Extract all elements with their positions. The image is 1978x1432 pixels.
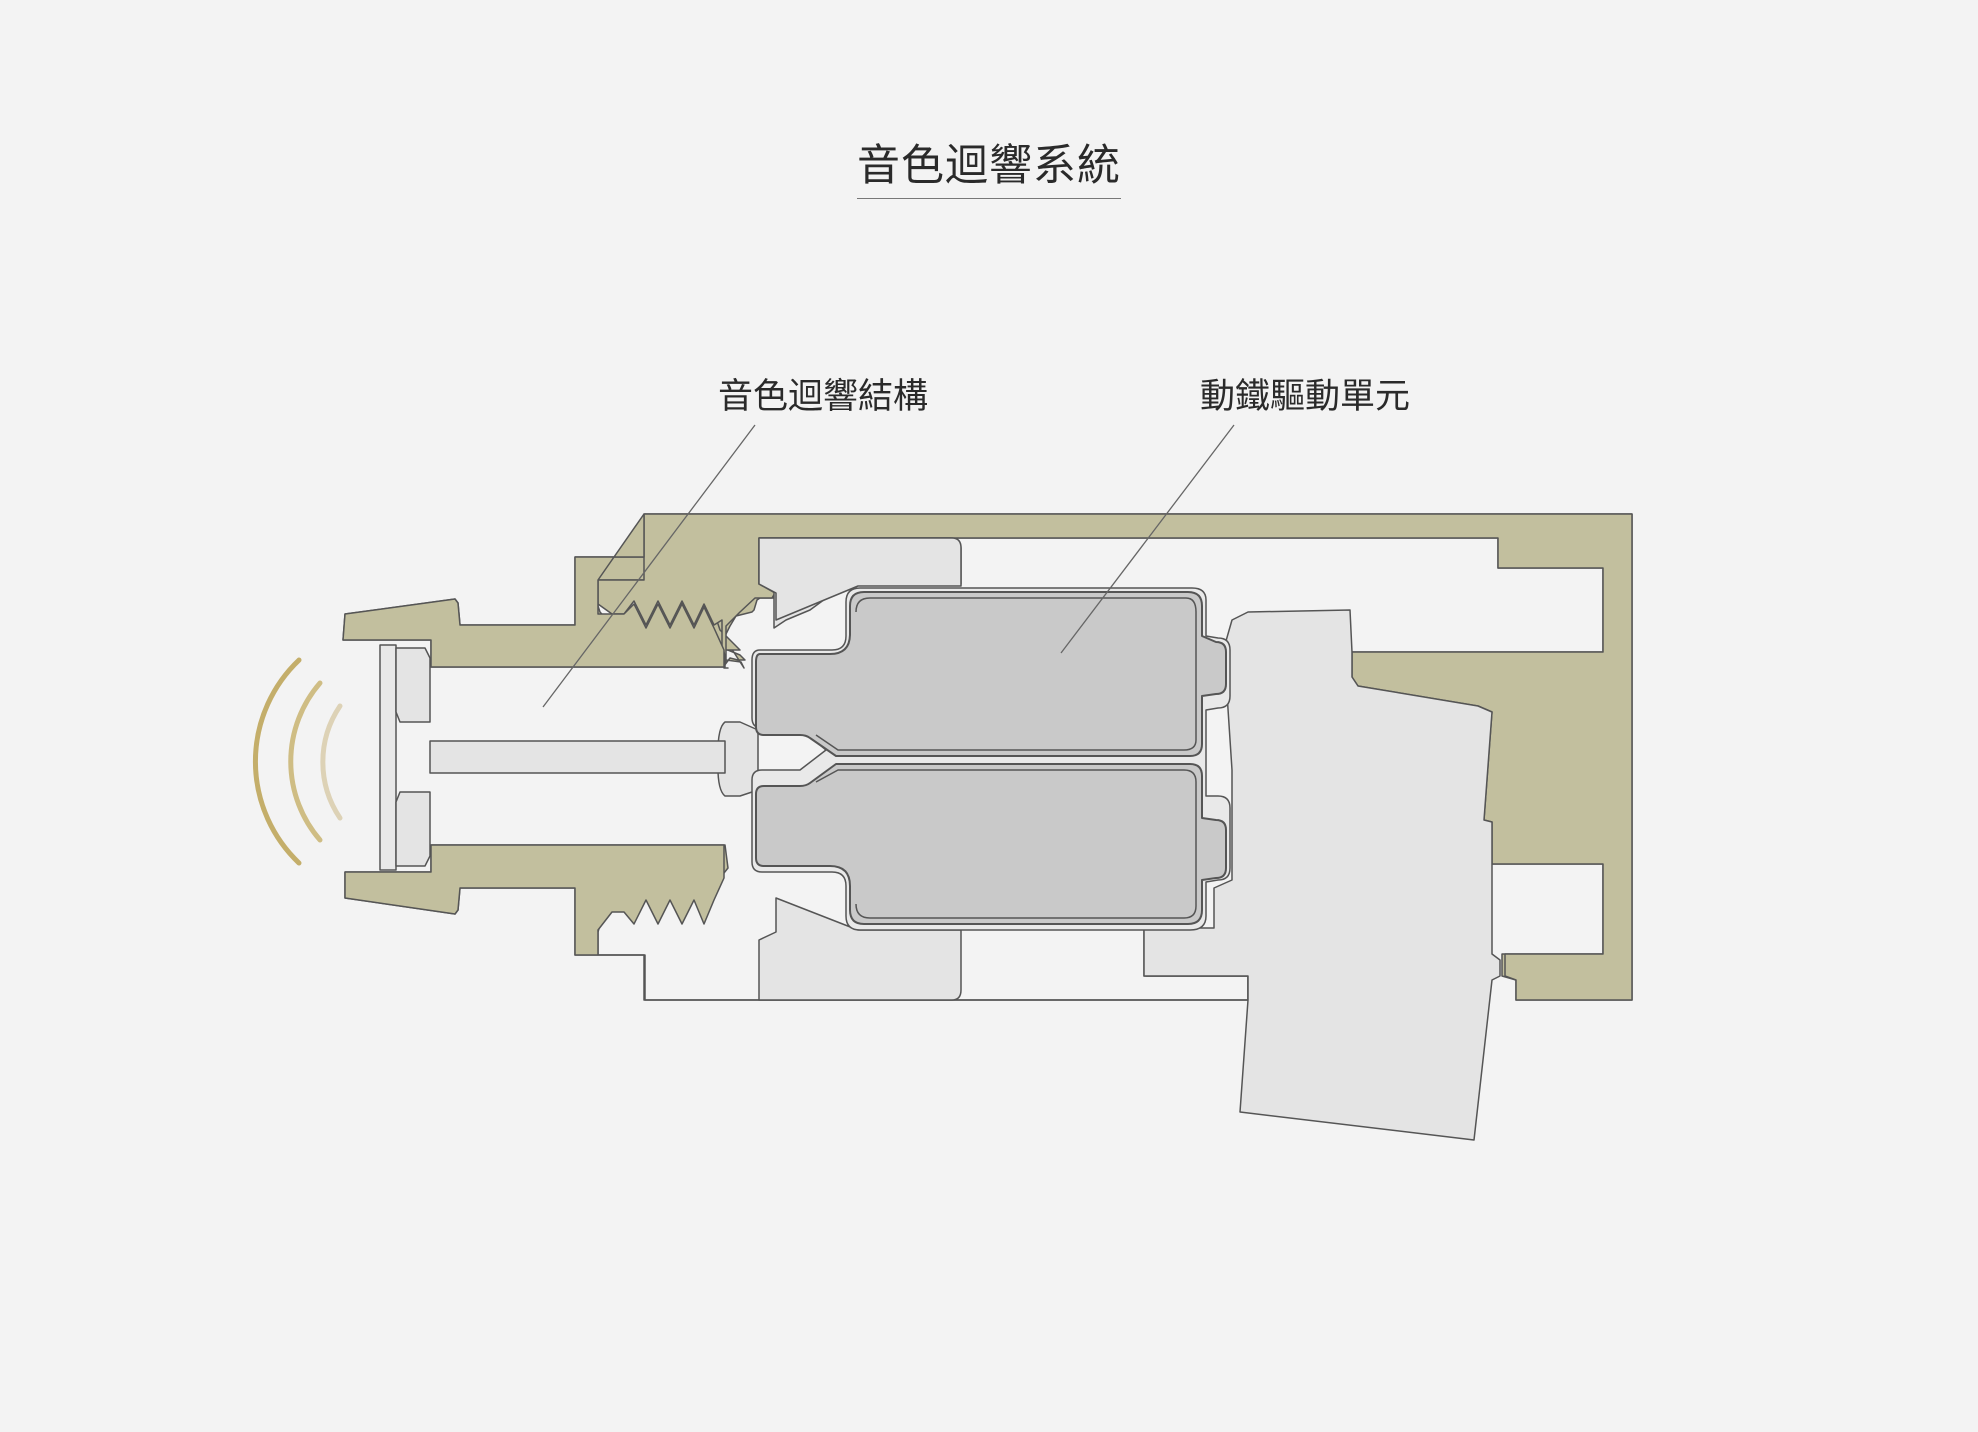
leader-line-driver (1060, 424, 1235, 654)
sound-waves-icon (252, 657, 343, 866)
inner-body (379, 537, 1501, 1141)
diagram-title-text: 音色迴響系統 (857, 136, 1121, 199)
armature-driver-unit (751, 587, 1231, 931)
leader-lines (542, 424, 1235, 708)
housing-shell (342, 513, 1633, 1001)
leader-line-resonance (542, 424, 756, 708)
label-resonance-structure: 音色迴響結構 (718, 377, 929, 417)
diagram-title: 音色迴響系統 (0, 136, 1978, 199)
label-armature-driver: 動鐵驅動單元 (1200, 377, 1411, 417)
